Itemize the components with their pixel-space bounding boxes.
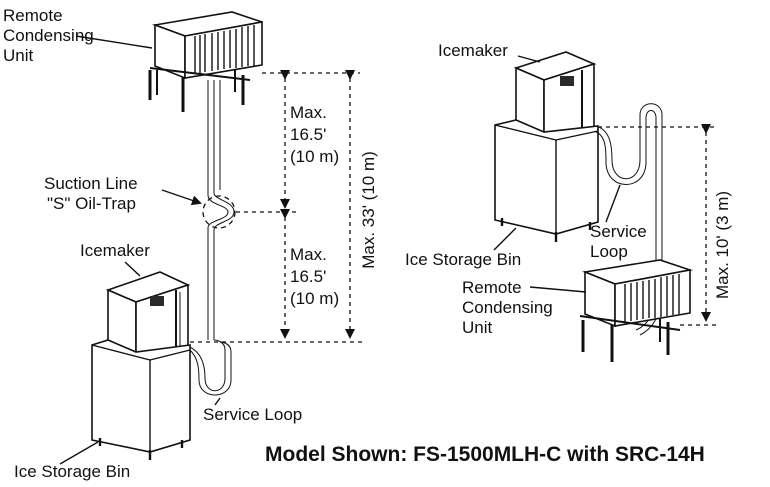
suction-line-label: Suction Line "S" Oil-Trap bbox=[44, 174, 142, 213]
left-service-loop-label: Service Loop bbox=[203, 405, 302, 424]
left-remote-unit-label-line-2: Condensing bbox=[3, 26, 94, 45]
total-dimension-label: Max. 33' (10 m) bbox=[359, 151, 378, 269]
left-icemaker-label: Icemaker bbox=[80, 241, 150, 260]
left-ice-storage-bin bbox=[91, 339, 191, 460]
right-ice-storage-bin bbox=[494, 119, 599, 242]
right-dimension-lines bbox=[598, 124, 718, 326]
left-remote-unit-label-line-1: Remote bbox=[3, 6, 63, 25]
left-remote-unit-label: Remote Condensing Unit bbox=[3, 6, 98, 65]
left-ice-bin-leader bbox=[59, 441, 99, 465]
suction-line-leader bbox=[161, 189, 202, 206]
upper-dimension-line-2: 16.5' bbox=[290, 125, 326, 144]
upper-dimension-line-1: Max. bbox=[290, 103, 327, 122]
left-remote-condensing-unit bbox=[148, 11, 263, 112]
suction-line-label-line-1: Suction Line bbox=[44, 174, 138, 193]
left-ice-bin-label: Ice Storage Bin bbox=[14, 462, 130, 481]
lower-dimension-line-3: (10 m) bbox=[290, 289, 339, 308]
right-ice-bin-leader bbox=[493, 227, 517, 251]
right-dimension-label: Max. 10' (3 m) bbox=[713, 191, 732, 299]
right-remote-unit-label-line-2: Condensing bbox=[462, 298, 553, 317]
right-remote-unit-leader bbox=[529, 286, 587, 293]
suction-line-label-line-2: "S" Oil-Trap bbox=[47, 194, 136, 213]
left-dimension-lines bbox=[190, 70, 365, 343]
left-icemaker-leader bbox=[124, 261, 141, 277]
right-service-loop-leader bbox=[605, 184, 621, 223]
left-refrigerant-lines bbox=[184, 80, 235, 396]
oil-trap-circle bbox=[202, 195, 236, 229]
lower-dimension-line-2: 16.5' bbox=[290, 267, 326, 286]
right-remote-unit-label: Remote Condensing Unit bbox=[462, 278, 557, 337]
right-remote-unit-label-line-1: Remote bbox=[462, 278, 522, 297]
lower-dimension-label: Max. 16.5' (10 m) bbox=[290, 245, 339, 308]
right-icemaker bbox=[513, 51, 597, 147]
left-remote-unit-leader bbox=[75, 35, 153, 49]
left-remote-unit-label-line-3: Unit bbox=[3, 46, 34, 65]
model-caption: Model Shown: FS-1500MLH-C with SRC-14H bbox=[265, 443, 705, 466]
right-service-loop-label-line-1: Service bbox=[590, 222, 647, 241]
upper-dimension-line-3: (10 m) bbox=[290, 147, 339, 166]
right-icemaker-label: Icemaker bbox=[438, 41, 508, 60]
right-service-loop-label: Service Loop bbox=[590, 222, 651, 261]
right-icemaker-leader bbox=[517, 55, 541, 63]
upper-dimension-label: Max. 16.5' (10 m) bbox=[290, 103, 339, 166]
left-service-loop-leader bbox=[214, 397, 221, 406]
lower-dimension-line-1: Max. bbox=[290, 245, 327, 264]
right-remote-condensing-unit bbox=[579, 259, 694, 362]
right-service-loop-label-line-2: Loop bbox=[590, 242, 628, 261]
right-remote-unit-label-line-3: Unit bbox=[462, 318, 493, 337]
right-ice-bin-label: Ice Storage Bin bbox=[405, 250, 521, 269]
